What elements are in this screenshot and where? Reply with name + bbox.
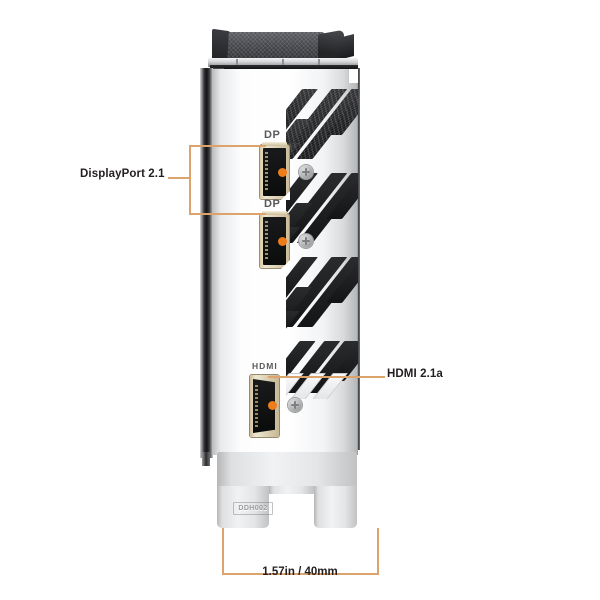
bracket-mounting-foot: DDH002 <box>216 452 358 536</box>
port-silkscreen-dp-bottom: DP <box>264 198 281 210</box>
bracket-screw-hdmi <box>288 398 302 412</box>
dimension-tick-left <box>222 528 224 574</box>
foot-top-section <box>217 452 357 488</box>
callout-label-hdmi: HDMI 2.1a <box>387 368 443 380</box>
vent-group-4 <box>286 339 358 399</box>
bracket-screw-top <box>299 165 313 179</box>
card-left-edge-lower <box>202 452 210 466</box>
dimension-label-width: 1.57in / 40mm <box>262 566 338 578</box>
shroud-far-right-fin <box>338 34 354 60</box>
dp-bottom-cavity <box>263 217 286 265</box>
card-left-edge <box>200 68 213 458</box>
foot-left-tab <box>217 486 269 528</box>
vent-group-1 <box>286 87 358 163</box>
port-silkscreen-hdmi: HDMI <box>252 361 278 371</box>
dimension-tick-right <box>377 528 379 574</box>
bracket-corner-notch-edge <box>348 69 349 83</box>
dp-bottom-chamfer <box>281 260 290 269</box>
callout-leader-displayport-stub <box>168 177 190 179</box>
dp-top-cavity <box>263 148 286 196</box>
shroud-lip-seam-1 <box>236 59 238 66</box>
callout-leader-displayport-top <box>189 145 266 147</box>
callout-leader-displayport-bottom <box>189 213 266 215</box>
displayport-connector-top[interactable] <box>260 142 290 200</box>
hdmi-cavity <box>253 379 275 433</box>
vent-group-2 <box>286 171 358 247</box>
dp-bottom-shell-cap <box>262 211 287 215</box>
shroud-lip-seam-3 <box>318 59 320 66</box>
callout-label-displayport: DisplayPort 2.1 <box>80 168 165 180</box>
foot-right-tab <box>314 486 357 528</box>
bracket-screw-middle <box>299 234 313 248</box>
hotspot-dot-dp-top <box>278 168 287 177</box>
callout-bracket-displayport-spine <box>189 145 191 215</box>
dimension-span-line <box>222 573 379 575</box>
graphics-card-bracket-illustration: DP DP HDMI <box>196 28 372 528</box>
shroud-lip-seam-2 <box>282 59 284 66</box>
card-shroud <box>206 28 358 86</box>
callout-leader-hdmi <box>268 376 385 378</box>
hotspot-dot-dp-bottom <box>278 237 287 246</box>
vent-group-3 <box>286 255 358 331</box>
shroud-underside-bar <box>210 65 358 69</box>
port-silkscreen-dp-top: DP <box>264 129 281 141</box>
bracket-stamp-code: DDH002 <box>233 502 273 515</box>
foot-center-web <box>269 486 314 494</box>
shroud-mesh-panel <box>227 32 325 60</box>
bracket-corner-notch <box>348 69 358 83</box>
io-bracket-plate: DP DP HDMI <box>212 69 358 455</box>
dp-top-shell-cap <box>262 142 287 146</box>
hotspot-dot-hdmi <box>268 401 277 410</box>
dp-top-chamfer <box>281 191 290 200</box>
hdmi-connector[interactable] <box>250 375 279 437</box>
